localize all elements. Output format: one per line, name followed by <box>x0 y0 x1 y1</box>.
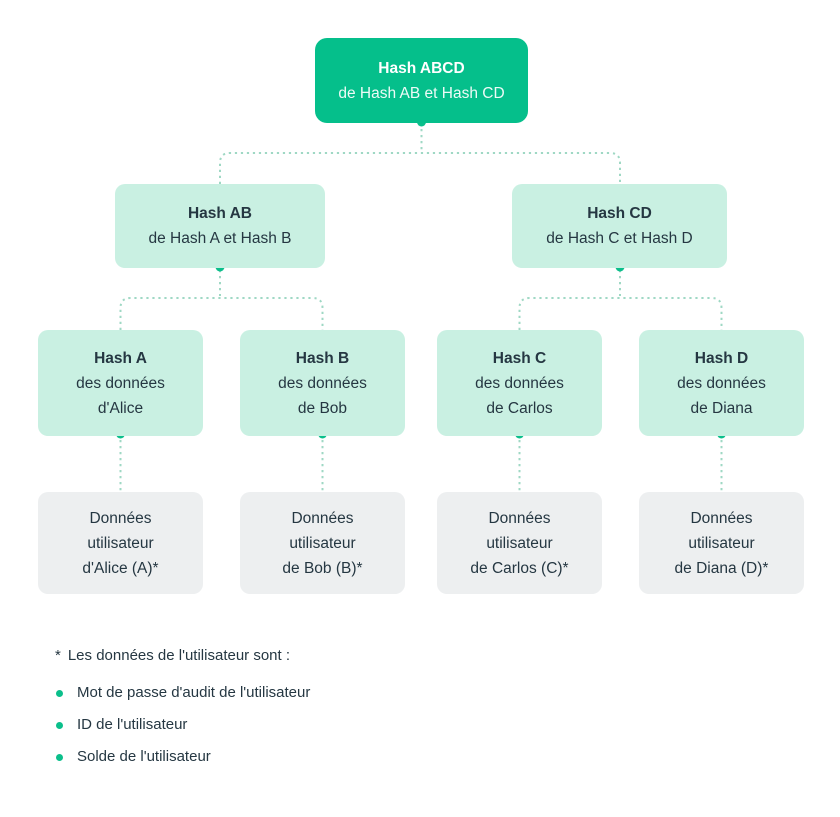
footnote-heading-text: Les données de l'utilisateur sont : <box>67 647 291 664</box>
asterisk-marker: * <box>55 647 61 664</box>
footnote: * Les données de l'utilisateur sont : Mo… <box>55 646 615 779</box>
node-title: Hash C <box>492 349 547 367</box>
footnote-item-text: Solde de l'utilisateur <box>77 748 211 765</box>
node-hash-b: Hash B des données de Bob <box>240 330 405 436</box>
node-hash-d: Hash D des données de Diana <box>639 330 804 436</box>
node-hash-cd: Hash CD de Hash C et Hash D <box>512 184 727 268</box>
node-hash-c: Hash C des données de Carlos <box>437 330 602 436</box>
node-data-alice: Données utilisateur d'Alice (A)* <box>38 492 203 594</box>
node-subtitle: de Hash C et Hash D <box>546 230 693 247</box>
node-label: Données utilisateur de Carlos (C)* <box>470 509 569 577</box>
node-subtitle: de Hash AB et Hash CD <box>338 84 505 102</box>
node-title: Hash A <box>94 349 147 367</box>
node-title: Hash AB <box>187 205 253 222</box>
node-hash-a: Hash A des données d'Alice <box>38 330 203 436</box>
footnote-item: Mot de passe d'audit de l'utilisateur <box>55 683 615 703</box>
node-data-diana: Données utilisateur de Diana (D)* <box>639 492 804 594</box>
connector-cd-branch <box>518 297 723 330</box>
node-title: Hash CD <box>587 205 652 222</box>
node-title: Hash D <box>694 349 749 367</box>
node-title: Hash B <box>295 349 350 367</box>
node-subtitle: des données de Carlos <box>475 374 564 417</box>
footnote-item-text: ID de l'utilisateur <box>77 716 188 733</box>
footnote-item-text: Mot de passe d'audit de l'utilisateur <box>77 684 311 701</box>
node-subtitle: des données d'Alice <box>76 374 165 417</box>
node-subtitle: de Hash A et Hash B <box>148 230 292 247</box>
bullet-dot-icon <box>56 689 63 697</box>
node-subtitle: des données de Bob <box>278 374 367 417</box>
footnote-heading: * Les données de l'utilisateur sont : <box>55 646 615 666</box>
footnote-item: Solde de l'utilisateur <box>55 747 615 767</box>
node-data-carlos: Données utilisateur de Carlos (C)* <box>437 492 602 594</box>
connector-root-branch <box>219 152 621 184</box>
node-subtitle: des données de Diana <box>677 374 766 417</box>
node-label: Données utilisateur de Diana (D)* <box>674 509 769 577</box>
bullet-dot-icon <box>56 753 63 761</box>
node-label: Données utilisateur de Bob (B)* <box>282 509 363 577</box>
node-hash-abcd: Hash ABCD de Hash AB et Hash CD <box>315 38 528 123</box>
node-hash-ab: Hash AB de Hash A et Hash B <box>115 184 325 268</box>
footnote-item: ID de l'utilisateur <box>55 715 615 735</box>
node-data-bob: Données utilisateur de Bob (B)* <box>240 492 405 594</box>
connector-ab-branch <box>119 297 324 330</box>
node-label: Données utilisateur d'Alice (A)* <box>82 509 159 577</box>
bullet-dot-icon <box>56 721 63 729</box>
node-title: Hash ABCD <box>378 59 465 77</box>
